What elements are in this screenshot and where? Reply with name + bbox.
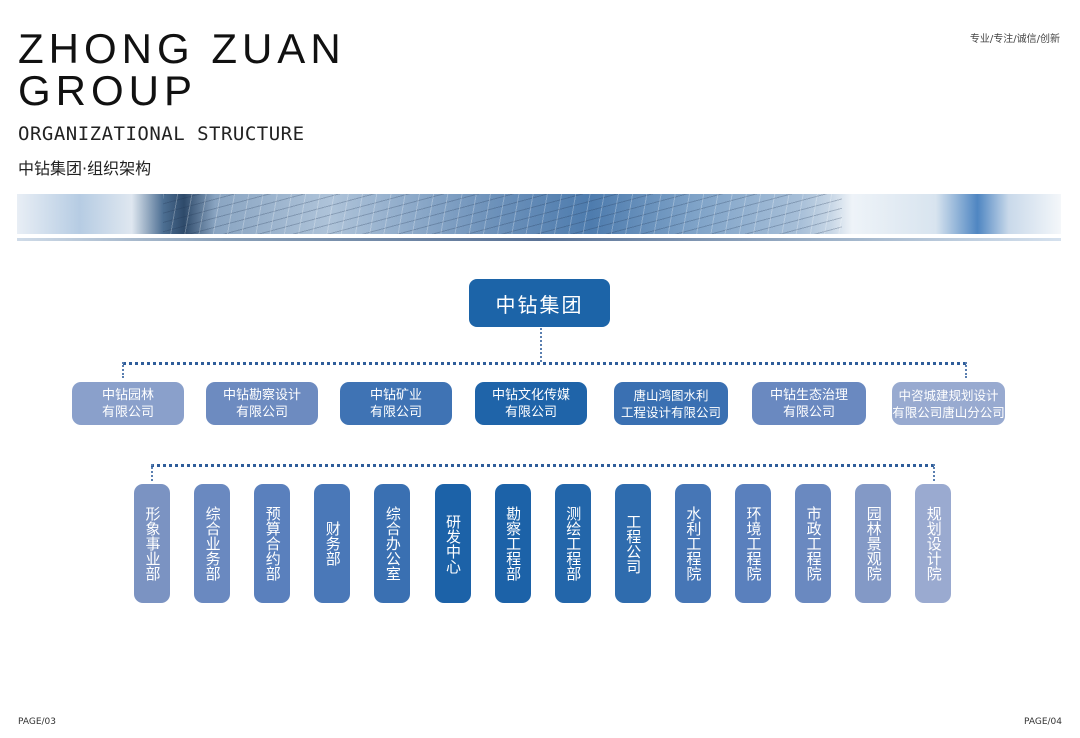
skyscraper-banner-image (17, 194, 1061, 234)
subsidiary-node: 中咨城建规划设计有限公司唐山分公司 (892, 382, 1005, 425)
department-node: 测绘工程部 (554, 484, 591, 603)
page-number-right: PAGE/04 (1024, 717, 1062, 727)
subtitle-english: ORGANIZATIONAL STRUCTURE (18, 123, 305, 145)
subsidiary-name: 中钻矿业 (369, 387, 422, 403)
department-node: 水利工程院 (674, 484, 711, 603)
department-node: 综合业务部 (194, 484, 231, 603)
connector-dept-left (151, 464, 153, 481)
subsidiary-suffix: 有限公司唐山分公司 (892, 404, 1005, 420)
subsidiary-name: 中咨城建规划设计 (898, 387, 999, 403)
department-node: 财务部 (314, 484, 351, 603)
page-number-left: PAGE/03 (18, 717, 56, 727)
department-node: 工程公司 (614, 484, 651, 603)
connector-right (965, 362, 967, 378)
banner-divider (17, 238, 1061, 241)
connector-departments (151, 464, 934, 467)
subsidiary-name: 唐山鸿图水利 (633, 387, 709, 403)
subsidiary-node: 中钻矿业有限公司 (340, 382, 452, 425)
subsidiary-node: 唐山鸿图水利工程设计有限公司 (614, 382, 728, 425)
subsidiary-name: 中钻文化传媒 (491, 387, 570, 403)
subsidiary-node: 中钻生态治理有限公司 (752, 382, 866, 425)
subsidiary-suffix: 有限公司 (782, 404, 835, 420)
department-node: 环境工程院 (735, 484, 771, 603)
org-root-node: 中钻集团 (469, 279, 610, 327)
subsidiary-suffix: 有限公司 (369, 404, 422, 420)
subsidiary-suffix: 有限公司 (235, 404, 288, 420)
subsidiary-suffix: 有限公司 (101, 404, 154, 420)
subsidiary-suffix: 工程设计有限公司 (620, 404, 721, 420)
department-node: 综合办公室 (374, 484, 411, 603)
subsidiary-node: 中钻勘察设计有限公司 (206, 382, 318, 425)
subsidiary-name: 中钻园林 (101, 387, 154, 403)
department-node: 形象事业部 (134, 484, 170, 603)
connector-root (540, 328, 542, 362)
department-node: 市政工程院 (795, 484, 832, 603)
connector-dept-right (933, 464, 935, 481)
subsidiary-node: 中钻园林有限公司 (72, 382, 184, 425)
department-node: 预算合约部 (254, 484, 291, 603)
connector-left (122, 362, 124, 378)
department-node: 研发中心 (434, 484, 471, 603)
department-node: 勘察工程部 (494, 484, 531, 603)
department-node: 园林景观院 (855, 484, 892, 603)
connector-subsidiaries (123, 362, 966, 365)
subsidiary-name: 中钻勘察设计 (222, 387, 301, 403)
subsidiary-suffix: 有限公司 (504, 404, 557, 420)
brand-logo: ZHONG ZUAN GROUP (18, 28, 346, 112)
brand-line-2: GROUP (18, 67, 198, 114)
subsidiary-node: 中钻文化传媒有限公司 (475, 382, 587, 425)
subsidiary-name: 中钻生态治理 (769, 387, 848, 403)
slogan: 专业/专注/诚信/创新 (969, 34, 1060, 45)
department-node: 规划设计院 (915, 484, 952, 603)
brand-line-1: ZHONG ZUAN (18, 25, 346, 72)
subtitle-chinese: 中钻集团·组织架构 (18, 159, 152, 178)
